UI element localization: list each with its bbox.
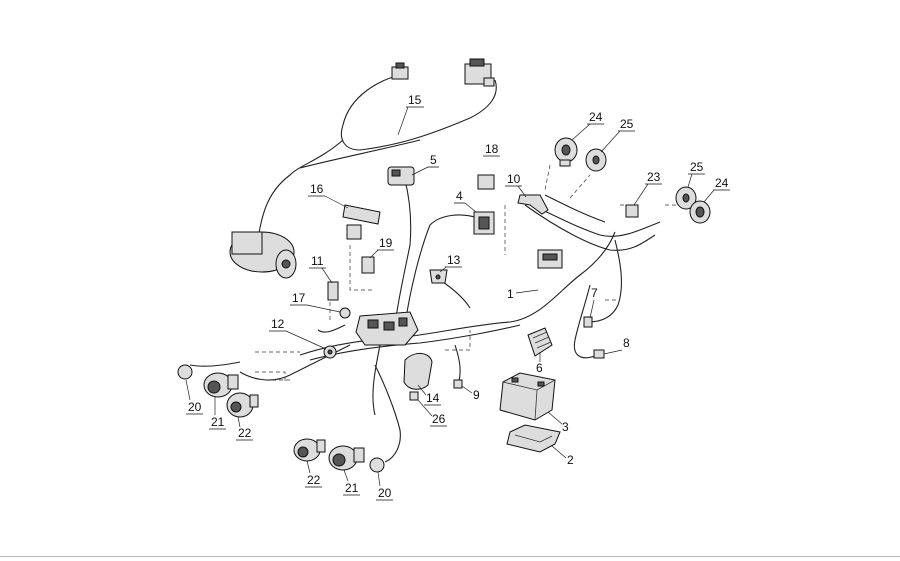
callout-label: 22 [307,473,321,487]
callout-label: 10 [507,172,521,186]
cable-end-connector-left [391,62,409,80]
callout-22-rear: 22 [305,460,322,488]
callout-9: 9 [461,385,480,402]
callout-25-right: 25 [687,160,705,188]
callout-label: 5 [430,153,437,167]
callout-label: 24 [715,176,729,190]
callout-26: 26 [417,399,447,427]
central-junction-box [355,311,419,346]
callout-label: 21 [211,415,225,429]
cover-14 [403,353,433,390]
connector-17 [339,307,351,319]
lamp-22-rear [293,438,326,462]
clip-26 [409,391,419,401]
callout-1: 1 [507,287,539,301]
callout-label: 19 [379,236,393,250]
callout-label: 3 [562,420,569,434]
sensor-7 [583,316,593,328]
callout-13: 13 [439,253,462,273]
fuse-11 [327,281,339,301]
callout-20-rear: 20 [376,471,393,501]
callout-label: 18 [485,142,499,156]
callout-21-rear: 21 [343,469,360,496]
callout-15: 15 [397,93,424,136]
callout-label: 22 [238,426,252,440]
callout-label: 11 [311,254,324,268]
lamp-21-rear [328,445,365,471]
starter-motor [229,231,297,279]
callout-label: 8 [623,336,630,350]
callout-14: 14 [417,384,441,406]
callout-label: 17 [292,291,306,305]
bottom-border [0,556,900,557]
lamp-21-left [203,372,239,398]
plug-19 [361,256,375,274]
callout-3: 3 [547,411,569,434]
grommet-12 [323,345,337,359]
turn-signal-left-24 [554,137,578,167]
callout-12: 12 [269,317,327,350]
callout-22-left: 22 [236,416,253,441]
bracket-10 [517,194,549,215]
lamp-22-left [226,392,259,418]
callout-label: 25 [620,117,634,131]
callout-label: 15 [408,93,422,107]
callout-7: 7 [589,286,598,319]
callout-2: 2 [551,445,574,467]
callout-19: 19 [369,236,394,259]
battery-3 [499,372,556,421]
callout-label: 9 [473,388,480,402]
callout-10: 10 [505,172,527,198]
lamp-20-left [177,364,193,380]
callout-5: 5 [411,153,439,176]
callout-24-top: 24 [571,110,604,141]
callout-4: 4 [454,189,477,213]
assembly-guide-lines [255,164,680,382]
battery-tray-2 [506,424,561,453]
callout-label: 20 [378,486,392,500]
callout-label: 14 [426,391,440,405]
connector-block-5 [387,166,415,186]
callout-label: 13 [447,253,461,267]
callout-25-top: 25 [600,117,635,153]
turn-signal-right-25 [675,186,697,210]
voltage-regulator-6 [527,327,553,357]
callout-label: 24 [589,110,603,124]
callout-21-left: 21 [209,397,226,430]
callout-label: 4 [456,189,463,203]
sensor-13 [429,269,448,284]
sensor-16 [342,204,381,240]
callout-8: 8 [603,336,630,355]
callout-11: 11 [309,254,333,284]
callout-17: 17 [290,291,341,313]
sensor-8 [593,349,605,359]
callout-label: 21 [345,481,359,495]
callout-label: 16 [310,182,324,196]
connector-23 [625,204,639,218]
callout-label: 12 [271,317,285,331]
callout-label: 26 [432,412,446,426]
callout-label: 23 [647,170,661,184]
lamp-20-rear [369,457,385,473]
callout-16: 16 [308,182,349,209]
turn-signal-left-25 [585,148,607,172]
callout-18: 18 [483,142,500,157]
switch-4 [473,174,495,235]
callout-label: 2 [567,453,574,467]
callout-label: 7 [591,286,598,300]
turn-signal-right-24 [689,200,711,224]
relay-module [537,249,563,269]
callout-label: 6 [536,361,543,375]
callout-20-left: 20 [185,379,203,415]
callout-24-right: 24 [703,176,730,203]
callout-label: 1 [507,287,514,301]
callout-labels: 15 5 18 16 4 10 19 11 13 17 1 7 12 8 6 9… [185,93,730,501]
cable-end-connector-right [464,58,495,87]
callout-label: 25 [690,160,704,174]
callout-23: 23 [633,170,662,206]
callout-6: 6 [536,352,543,375]
sensor-9 [453,379,463,389]
callout-label: 20 [188,400,202,414]
